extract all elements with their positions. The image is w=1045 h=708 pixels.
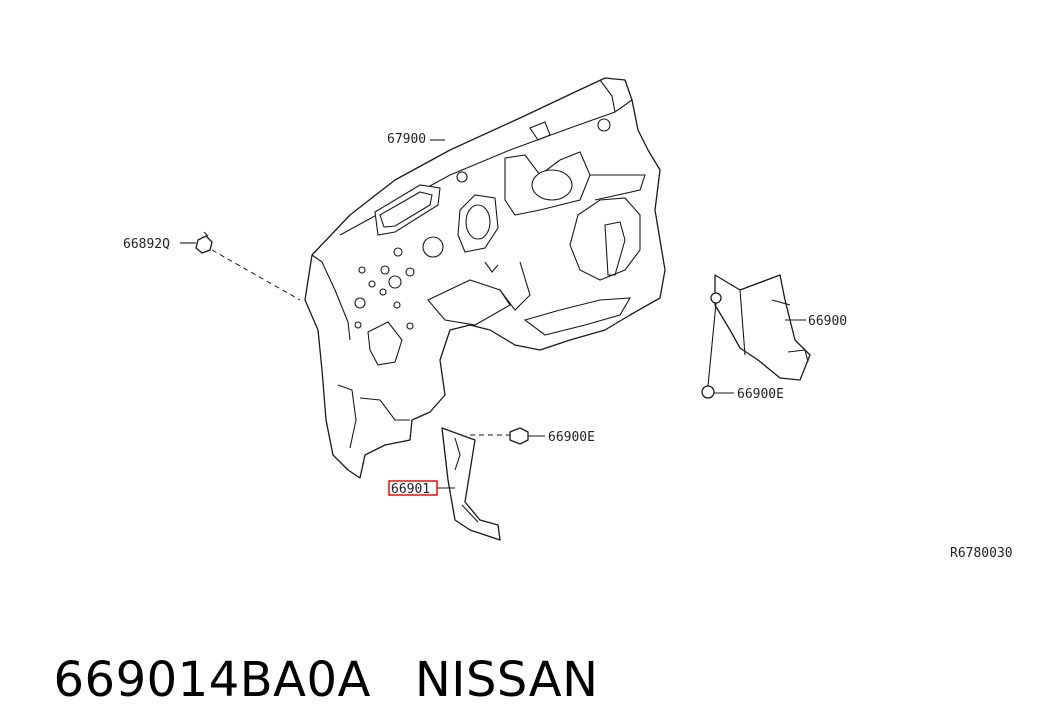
callout-66900e-lower: 66900E bbox=[548, 430, 595, 445]
callout-66900: 66900 bbox=[808, 314, 847, 329]
callout-66900e-right: 66900E bbox=[737, 387, 784, 402]
clip-66900e-right bbox=[701, 292, 734, 399]
callout-67900: 67900 bbox=[387, 132, 426, 147]
dash-insulator-panel bbox=[304, 77, 666, 479]
part-number: 669014BA0A bbox=[53, 652, 371, 708]
clip-66892q bbox=[180, 231, 301, 301]
callout-66901[interactable]: 66901 bbox=[391, 482, 430, 497]
side-trim-66900 bbox=[714, 274, 811, 381]
brand-name: NISSAN bbox=[414, 652, 599, 708]
clip-66900e-lower bbox=[470, 427, 545, 445]
diagram-reference: R6780030 bbox=[950, 546, 1013, 561]
side-trim-66901 bbox=[437, 427, 501, 541]
callout-66892q: 66892Q bbox=[123, 237, 170, 252]
parts-diagram: 67900 66892Q 66900 66900E 66900E 66901 R… bbox=[123, 77, 1013, 561]
caption: 669014BA0A NISSAN bbox=[22, 596, 599, 708]
highlight-box bbox=[388, 480, 438, 496]
